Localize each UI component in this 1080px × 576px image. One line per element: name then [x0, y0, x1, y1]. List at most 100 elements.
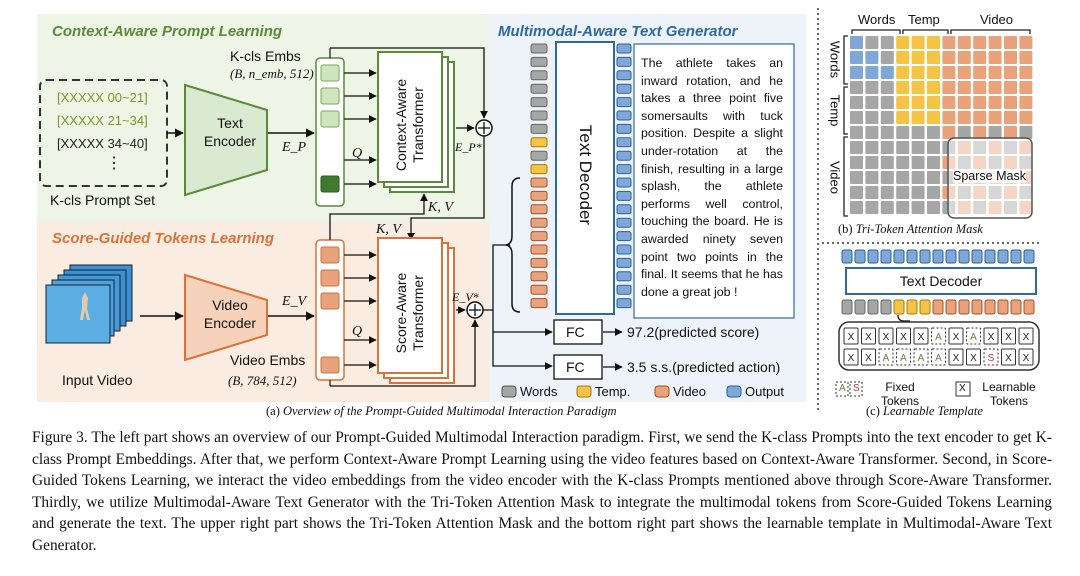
- input-video-frames: [45, 264, 133, 344]
- ev-star-label: E_V*: [452, 290, 479, 304]
- mask-cell: [896, 186, 910, 199]
- mask-cell: [880, 141, 894, 154]
- mask-cell: [850, 81, 863, 94]
- decoder-output-tokens: [616, 43, 632, 309]
- mask-row-words: Words: [827, 40, 843, 79]
- template-input-token: [932, 299, 944, 315]
- mask-cell: [927, 201, 940, 214]
- learnable-token-cell: [1001, 348, 1016, 366]
- decoder-output-token: [616, 217, 632, 228]
- mask-cell: [865, 111, 879, 124]
- mask-cell: [1019, 81, 1033, 94]
- learnable-token-cell: [1001, 327, 1016, 345]
- mask-cell: [927, 36, 940, 49]
- learnable-tokens-label: Learnable Tokens: [982, 380, 1036, 408]
- mask-cell: [896, 141, 910, 154]
- subcaption-b: (b) Tri-Token Attention Mask: [838, 222, 983, 236]
- mask-cell: [911, 156, 925, 169]
- mask-cell: [865, 81, 879, 94]
- decoder-input-token: [530, 43, 548, 54]
- mask-cell: [880, 156, 894, 169]
- decoder-input-token: [530, 298, 548, 309]
- decoder-output-token: [616, 271, 632, 282]
- mask-cell: [850, 111, 863, 124]
- template-output-token: [880, 249, 892, 264]
- score-transformer-label: Score-Aware Transformer: [393, 272, 426, 354]
- input-video-label: Input Video: [62, 372, 133, 388]
- template-output-token: [841, 249, 853, 264]
- decoder-input-token: [530, 70, 548, 81]
- template-cell-label: S: [988, 353, 995, 364]
- template-cell-label: X: [1005, 353, 1012, 364]
- template-output-token: [971, 249, 983, 264]
- decoder-input-token: [530, 244, 548, 255]
- decoder-output-token: [616, 110, 632, 121]
- legend-video: Video: [673, 384, 707, 399]
- mask-col-temp: Temp: [908, 12, 940, 27]
- legend-words: Words: [520, 384, 558, 399]
- mask-cell: [927, 81, 940, 94]
- mask-cell: [911, 201, 925, 214]
- mask-cell: [927, 66, 940, 79]
- template-cell-label: X: [865, 332, 872, 343]
- generated-text: The athlete takes an inward rotation, an…: [641, 56, 783, 299]
- decoder-input-token: [530, 150, 548, 161]
- mask-cell: [957, 36, 971, 49]
- subcaption-c: (c) Learnable Template: [866, 404, 983, 418]
- template-output-token: [1010, 249, 1022, 264]
- decoder-input-token: [530, 217, 548, 228]
- kcls-embs-shape: (B, n_emb, 512): [230, 66, 314, 81]
- fc-score-box: [553, 319, 603, 345]
- mask-cell: [850, 141, 863, 154]
- fixed-token-cell: [913, 348, 929, 366]
- video-embs-shape: (B, 784, 512): [228, 373, 297, 388]
- template-output-token: [932, 249, 944, 264]
- mask-cell: [1019, 51, 1033, 64]
- decoder-input-token: [530, 56, 548, 67]
- mask-cell: [942, 96, 956, 109]
- mask-cell: [988, 51, 1002, 64]
- learnable-token-cell: [843, 348, 859, 366]
- fixed-token-cell: [966, 327, 981, 345]
- template-input-token: [984, 299, 996, 315]
- decoder-input-token: [530, 284, 548, 295]
- mask-cell: [880, 51, 894, 64]
- mask-cell: [957, 81, 971, 94]
- video-encoder-label: Video Encoder: [203, 297, 257, 331]
- mask-cell: [988, 126, 1002, 139]
- mask-cell: [880, 81, 894, 94]
- mask-cell: [911, 141, 925, 154]
- template-cell-label: X: [848, 353, 855, 364]
- learnable-token-cell: [948, 348, 964, 366]
- mask-cell: [927, 51, 940, 64]
- mask-cell: [911, 171, 925, 184]
- video-token-brace: [505, 177, 521, 313]
- fixed-token-cell: [896, 348, 911, 366]
- fixed-icon-s: S: [853, 383, 860, 394]
- decoder-output-token: [616, 231, 632, 242]
- subcaption-a: (a) Overview of the Prompt-Guided Multim…: [266, 404, 617, 418]
- mask-cell: [957, 66, 971, 79]
- video-embs-title: Video Embs: [230, 352, 306, 368]
- mask-cell: [942, 111, 956, 124]
- mask-cell: [927, 96, 940, 109]
- template-input-token: [945, 299, 957, 315]
- decoder-input-token: [530, 137, 548, 148]
- mask-cell: [865, 36, 879, 49]
- learnable-token-cell: [896, 327, 911, 345]
- mask-cell: [927, 141, 940, 154]
- text-encoder-label: Text Encoder: [203, 115, 257, 149]
- mask-cell: [896, 156, 910, 169]
- q-label-context: Q: [352, 146, 363, 161]
- mask-cell: [942, 126, 956, 139]
- mask-cell: [850, 36, 863, 49]
- mask-cell: [880, 126, 894, 139]
- mask-cell: [880, 66, 894, 79]
- template-input-token: [906, 299, 918, 315]
- fc-action-label: FC: [566, 359, 585, 375]
- mask-cell: [942, 51, 956, 64]
- decoder-output-token: [616, 97, 632, 108]
- mask-cell: [927, 111, 940, 124]
- mask-cell: [973, 96, 987, 109]
- score-panel-title: Score-Guided Tokens Learning: [52, 230, 274, 247]
